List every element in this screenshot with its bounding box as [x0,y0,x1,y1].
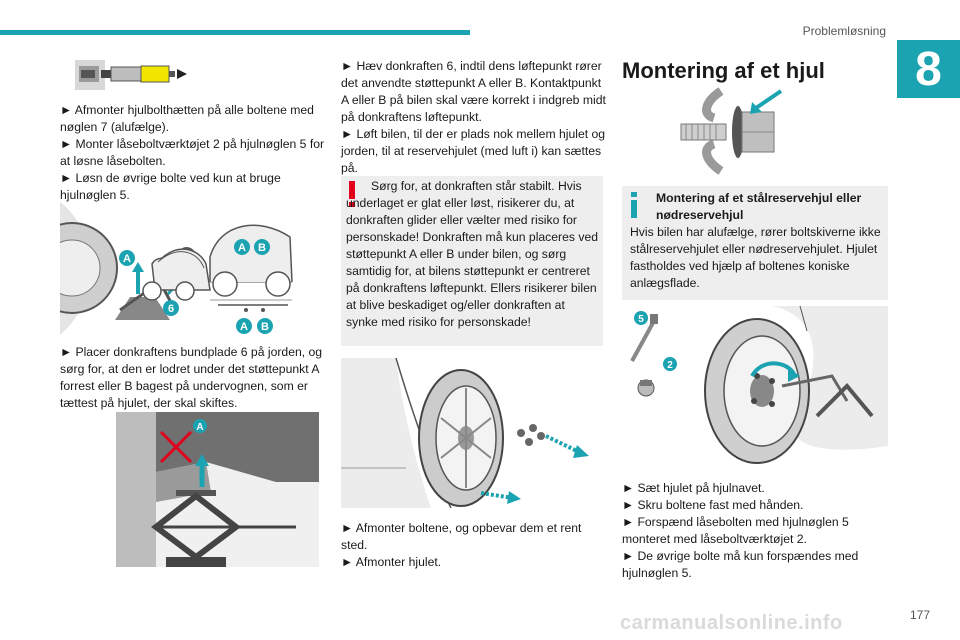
col3-step-3: ► Forspænd låsebolten med hjulnøglen 5 m… [622,515,849,546]
info-box: Montering af et stålreservehjul eller nø… [622,186,888,300]
col1-fig-label-6: 6 [168,303,174,315]
info-body: Hvis bilen har alufælge, rører boltskive… [630,225,881,290]
chapter-badge: 8 [897,40,960,98]
col3-fig-label-5: 5 [638,314,644,325]
col3-step-1: ► Sæt hjulet på hjulnavet. [622,481,765,495]
warning-box: Sørg for, at donkraften står stabilt. Hv… [341,176,603,346]
page-number: 177 [909,608,930,622]
jack-contact-illustration: A [116,412,319,567]
col3-step-2: ► Skru boltene fast med hånden. [622,498,804,512]
col2-step-lift: ► Løft bilen, til der er plads nok melle… [341,127,606,175]
col1-step-1: ► Afmonter hjulbolthætten på alle bolten… [60,103,314,134]
col1-fig2-label-a: A [196,422,203,433]
col2-step-bolts: ► Afmonter boltene, og opbevar dem et re… [341,521,582,552]
info-title: Montering af et stålreservehjul eller nø… [656,191,862,222]
info-icon [631,192,637,218]
col3-step-4: ► De øvrige bolte må kun forspændes med … [622,549,859,580]
jack-placement-illustration: A A B 6 A B [60,202,322,335]
wheel-mounting-illustration: 5 2 [630,306,888,464]
section-title: Problemløsning [802,24,886,38]
col1-fig-label-a3: A [240,321,248,333]
warning-icon [349,181,355,207]
col1-fig-label-a1: A [123,253,131,265]
col1-step-jack: ► Placer donkraftens bundplade 6 på jord… [60,345,323,410]
col1-step-3: ► Løsn de øvrige bolte ved kun at bruge … [60,171,281,202]
watermark: carmanualsonline.info [620,612,843,634]
col3-fig-label-2: 2 [667,360,673,371]
warning-text: Sørg for, at donkraften står stabilt. Hv… [346,179,599,329]
col1-fig-label-a2: A [238,242,246,254]
col1-fig-label-b1: B [258,242,266,254]
wheel-removal-illustration [341,358,589,508]
col1-fig-label-b2: B [261,321,269,333]
col1-step-2: ► Monter låseboltværktøjet 2 på hjulnøgl… [60,137,325,168]
wrench-tool-illustration [75,60,187,90]
col2-step-raise: ► Hæv donkraften 6, indtil dens løftepun… [341,59,606,124]
col2-step-remove-wheel: ► Afmonter hjulet. [341,555,442,569]
section-heading: Montering af et hjul [622,58,825,83]
header-accent-bar [0,30,470,35]
bolt-illustration [680,87,783,175]
